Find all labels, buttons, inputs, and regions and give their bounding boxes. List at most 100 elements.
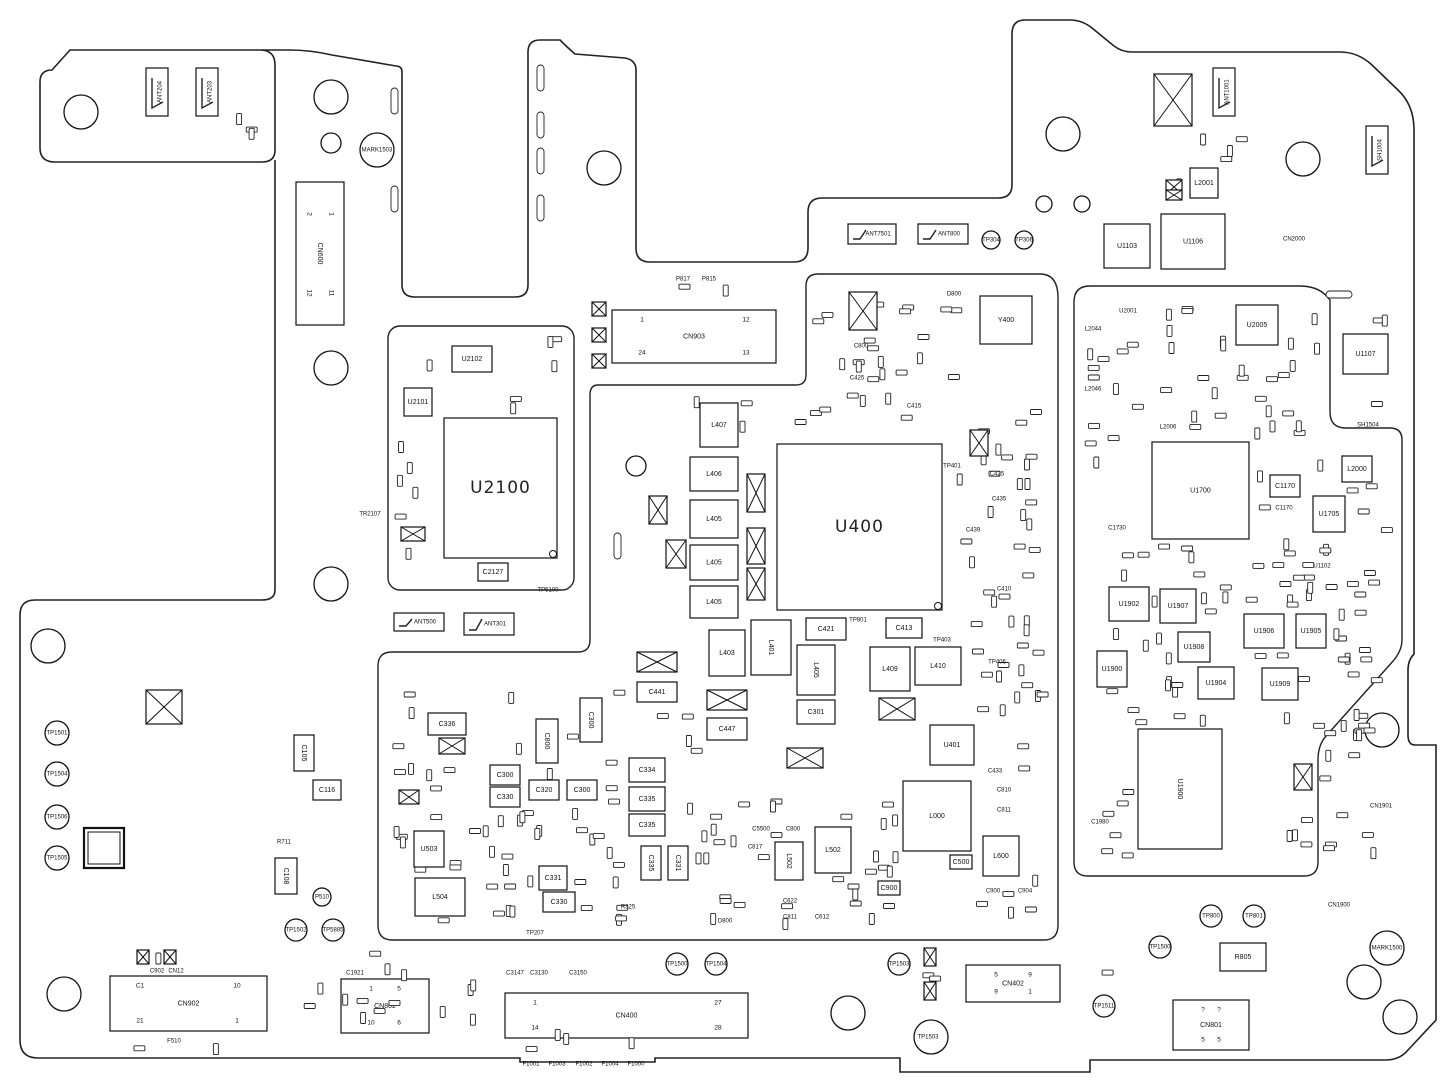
connector-pin: ? [1217, 1007, 1221, 1014]
chip-label: L405 [706, 559, 722, 566]
smd-passive [489, 845, 495, 858]
silkscreen-label: L2046 [1085, 387, 1102, 393]
chip-label: C330 [497, 794, 514, 801]
silkscreen-label: C622 [783, 899, 798, 905]
smd-passive [1254, 427, 1261, 440]
chip-label: C2127 [483, 569, 504, 576]
smd-passive [1018, 765, 1031, 772]
smd-passive [133, 1045, 146, 1052]
smd-passive [547, 335, 554, 348]
smd-passive [248, 127, 255, 140]
chip-label: U2101 [408, 399, 429, 406]
smd-passive [713, 839, 726, 846]
smd-passive [1368, 579, 1381, 586]
silkscreen-label: C3130 [530, 971, 548, 977]
test-point [1014, 230, 1034, 250]
smd-passive [687, 802, 694, 815]
smd-passive [1116, 800, 1129, 807]
smd-passive [950, 307, 963, 314]
mounting-hole [313, 566, 349, 602]
smd-passive [1199, 714, 1206, 727]
smd-passive [426, 769, 433, 782]
smd-passive [1101, 848, 1114, 855]
silkscreen-label: U1102 [1313, 564, 1331, 570]
smd-passive [1353, 709, 1360, 721]
smd-passive [1032, 874, 1039, 887]
smd-passive [1025, 499, 1038, 506]
smd-passive [782, 917, 789, 930]
smd-passive [405, 547, 412, 560]
smd-passive [859, 394, 866, 407]
connector-pin: 13 [742, 350, 750, 357]
smd-passive [1101, 969, 1114, 976]
silkscreen-label: TP5100 [537, 588, 559, 594]
smd-passive [1254, 652, 1267, 659]
chip-label: C335 [639, 796, 656, 803]
test-point-label: TP1506 [46, 815, 68, 821]
chip-body [1235, 304, 1279, 346]
test-point-label: TP306 [1015, 238, 1033, 244]
silkscreen-label: L2044 [1085, 327, 1102, 333]
chip-body [293, 734, 315, 772]
smd-passive [972, 648, 984, 655]
connector-pin: C1 [136, 983, 145, 990]
smd-passive [1016, 478, 1023, 491]
smd-passive [1022, 572, 1035, 579]
chip-label: U1103 [1117, 243, 1137, 250]
smd-passive [999, 704, 1006, 717]
connector-pin: 5 [1201, 1037, 1205, 1044]
chip-body [776, 443, 943, 611]
smd-passive [430, 814, 443, 821]
test-point [44, 720, 70, 746]
smd-passive [342, 993, 349, 1006]
smd-passive [408, 707, 415, 720]
chip-label: L405 [812, 662, 819, 678]
smd-passive [1302, 574, 1315, 581]
chip-label: C447 [719, 726, 736, 733]
smd-passive [608, 798, 620, 805]
smd-passive [1346, 580, 1359, 587]
test-point [1242, 904, 1266, 928]
smd-passive [1370, 401, 1383, 407]
smd-passive [1289, 359, 1296, 372]
test-point-label: TP1503 [888, 962, 910, 968]
smd-passive [1122, 789, 1135, 795]
smd-passive [1112, 628, 1119, 641]
smd-passive [519, 811, 526, 824]
smd-passive [212, 1043, 219, 1056]
chip-body [1137, 728, 1223, 850]
smd-passive [1283, 550, 1296, 557]
smd-passive [1337, 656, 1350, 663]
smd-passive [1204, 608, 1217, 615]
smd-passive [1121, 552, 1134, 559]
smd-passive [1292, 829, 1298, 842]
smd-passive [991, 595, 998, 608]
smd-passive [916, 352, 923, 365]
smd-passive [396, 474, 403, 487]
silkscreen-label: U2001 [1119, 309, 1137, 315]
silkscreen-labels: TR2107TP5100TP207R325SH1504L2044L2046L20… [150, 237, 1393, 1068]
smd-passive [1319, 775, 1332, 782]
crossed-placeholders [82, 73, 1313, 1001]
silkscreen-label: C410 [997, 587, 1012, 593]
smd-passive [852, 888, 859, 901]
chip-label: L406 [706, 471, 722, 478]
connector-pin: 5 [1217, 1037, 1221, 1044]
smd-passive [566, 733, 579, 740]
smd-passive [976, 900, 988, 907]
mounting-hole [586, 150, 622, 186]
smd-passive [1380, 527, 1393, 534]
smd-passive [1283, 712, 1290, 725]
smd-passive [155, 952, 162, 965]
test-point [1092, 994, 1116, 1018]
silkscreen-label: C3147 [506, 971, 524, 977]
chip-body [1159, 588, 1197, 624]
chip-body [689, 499, 739, 539]
smd-passive [1302, 561, 1315, 568]
silkscreen-label: C800 [786, 827, 801, 833]
smd-passive [1222, 591, 1229, 604]
smd-passive [1265, 405, 1272, 418]
smd-passive [1021, 682, 1034, 689]
connector-pin: ? [1201, 1007, 1205, 1014]
